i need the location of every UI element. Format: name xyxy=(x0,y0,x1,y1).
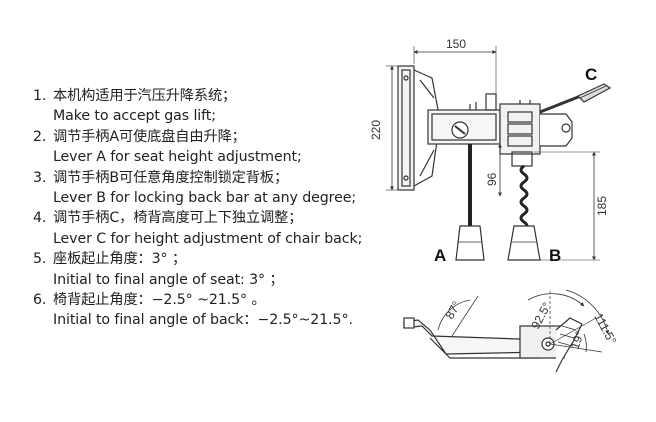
angle-back-end: 111.5° xyxy=(591,311,619,347)
dim-offset: 96 xyxy=(485,172,499,186)
feature-item: 1. 本机构适用于汽压升降系统； Make to accept gas lift… xyxy=(33,86,378,127)
feature-text-zh: 本机构适用于汽压升降系统； xyxy=(53,88,237,104)
feature-text-zh: 座板起止角度：3° ； xyxy=(53,251,187,268)
front-view xyxy=(386,46,612,261)
dim-height: 220 xyxy=(369,120,383,140)
feature-number: 3. xyxy=(33,169,47,186)
feature-text-en: Initial to final angle of seat: 3° ； xyxy=(53,271,284,288)
label-lever-c: C xyxy=(585,65,597,84)
feature-text-zh: 调节手柄A可使底盘自由升降； xyxy=(53,128,246,145)
feature-text-zh: 椅背起止角度：−2.5° ~21.5° 。 xyxy=(53,292,266,309)
feature-number: 6. xyxy=(33,292,47,309)
angle-seat: 87° xyxy=(442,299,463,322)
back-plate xyxy=(397,65,441,191)
lever-b xyxy=(507,164,541,261)
feature-number: 5. xyxy=(33,251,47,268)
feature-item: 5. 座板起止角度：3° ； Initial to final angle of… xyxy=(33,249,378,290)
feature-text-en: Lever C for height adjustment of chair b… xyxy=(53,230,363,247)
side-view xyxy=(403,289,610,373)
angle-range: 19° xyxy=(568,329,587,351)
label-lever-b: B xyxy=(549,246,561,265)
lever-a xyxy=(455,144,485,261)
feature-text-en: Lever A for seat height adjustment; xyxy=(53,149,302,166)
dim-width: 150 xyxy=(446,37,466,51)
feature-number: 4. xyxy=(33,210,47,227)
feature-text-en: Lever B for locking back bar at any degr… xyxy=(53,190,357,207)
feature-text-zh: 调节手柄B可任意角度控制锁定背板； xyxy=(53,169,289,186)
feature-text-zh: 调节手柄C，椅背高度可上下独立调整； xyxy=(53,210,303,227)
feature-number: 1. xyxy=(33,88,47,104)
feature-item: 3. 调节手柄B可任意角度控制锁定背板； Lever B for locking… xyxy=(33,168,378,209)
feature-item: 2. 调节手柄A可使底盘自由升降； Lever A for seat heigh… xyxy=(33,127,378,168)
label-lever-a: A xyxy=(434,246,446,265)
feature-item: 4. 调节手柄C，椅背高度可上下独立调整； Lever C for height… xyxy=(33,208,378,249)
feature-text-en: Make to accept gas lift; xyxy=(53,108,216,125)
feature-list: 1. 本机构适用于汽压升降系统； Make to accept gas lift… xyxy=(33,86,378,331)
feature-item: 6. 椅背起止角度：−2.5° ~21.5° 。 Initial to fina… xyxy=(33,290,378,331)
feature-text-en: Initial to final angle of back：−2.5°~21.… xyxy=(53,312,353,329)
dim-lever-height: 185 xyxy=(595,196,609,216)
main-housing xyxy=(427,93,501,145)
lever-c xyxy=(539,83,612,114)
feature-number: 2. xyxy=(33,128,47,145)
tilt-block xyxy=(499,100,573,167)
